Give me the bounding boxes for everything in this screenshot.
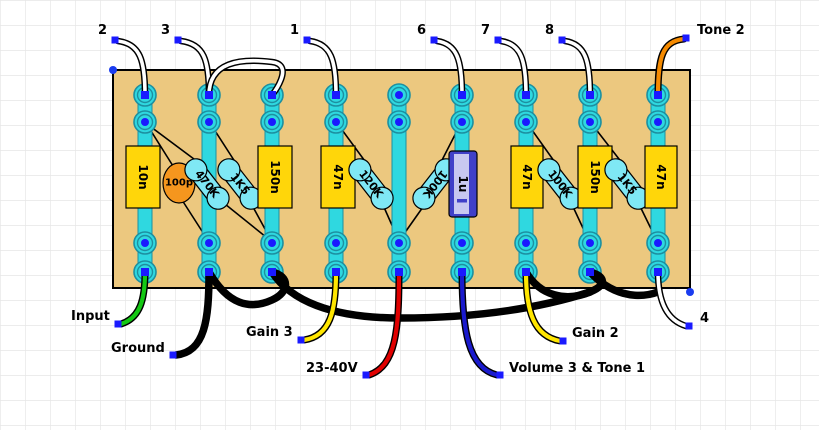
label-8[interactable]: 8 — [545, 23, 555, 38]
wire-endpoint[interactable] — [682, 34, 690, 42]
terminal-node[interactable] — [205, 91, 213, 99]
connection-dots[interactable] — [111, 34, 693, 379]
wire-endpoint[interactable] — [494, 36, 502, 44]
terminal-node[interactable] — [141, 239, 149, 247]
terminal-node[interactable] — [205, 118, 213, 126]
terminal-node[interactable] — [332, 91, 340, 99]
wire-ground-bus-4 — [586, 268, 662, 300]
label-ground[interactable]: Ground — [111, 341, 165, 356]
component-capacitor-film-c4[interactable]: 47n — [320, 145, 356, 209]
label-2[interactable]: 2 — [98, 23, 108, 38]
board-handle-bottom-right[interactable] — [686, 288, 694, 296]
terminal-node[interactable] — [458, 118, 466, 126]
wire-endpoint[interactable] — [685, 322, 693, 330]
terminal-node[interactable] — [522, 239, 530, 247]
terminal-node[interactable] — [654, 118, 662, 126]
terminal-node[interactable] — [586, 239, 594, 247]
label-4[interactable]: 4 — [700, 311, 710, 326]
terminal-node[interactable] — [522, 268, 530, 276]
board-handle-top-left[interactable] — [109, 66, 117, 74]
terminal-node[interactable] — [395, 239, 403, 247]
component-capacitor-film-c6[interactable]: 47n — [510, 145, 544, 209]
label-gain-3[interactable]: Gain 3 — [246, 325, 293, 340]
terminal-node[interactable] — [395, 118, 403, 126]
terminal-node[interactable] — [522, 91, 530, 99]
terminal-node[interactable] — [458, 239, 466, 247]
wire-ground-bus — [205, 268, 290, 309]
wire-endpoint[interactable] — [114, 320, 122, 328]
terminal-node[interactable] — [522, 118, 530, 126]
component-label: 47n — [520, 164, 534, 189]
terminal-node[interactable] — [395, 91, 403, 99]
terminal-node[interactable] — [332, 118, 340, 126]
wire-endpoint[interactable] — [362, 371, 370, 379]
terminal-node[interactable] — [141, 118, 149, 126]
terminal-node[interactable] — [654, 239, 662, 247]
terminal-node[interactable] — [332, 268, 340, 276]
terminal-node[interactable] — [268, 91, 276, 99]
component-capacitor-electrolytic-c5[interactable]: 1u — [448, 150, 478, 218]
component-capacitor-film-c7[interactable]: 150n — [577, 145, 613, 209]
terminal-node[interactable] — [268, 268, 276, 276]
component-label: 47n — [654, 164, 668, 189]
label-tone-2[interactable]: Tone 2 — [697, 23, 745, 38]
terminal-node[interactable] — [458, 268, 466, 276]
terminal-node[interactable] — [268, 239, 276, 247]
wire-endpoint[interactable] — [496, 371, 504, 379]
terminal-node[interactable] — [654, 91, 662, 99]
wire-endpoint[interactable] — [169, 351, 177, 359]
terminal-node[interactable] — [586, 118, 594, 126]
component-capacitor-film-c3[interactable]: 150n — [257, 145, 293, 209]
external-wires[interactable] — [114, 35, 690, 379]
terminal-node[interactable] — [458, 91, 466, 99]
component-label: 150n — [268, 160, 282, 194]
component-label: 10n — [136, 164, 150, 189]
component-label: 100p — [165, 178, 193, 189]
component-capacitor-film-c1[interactable]: 10n — [125, 145, 161, 209]
component-label: 1u — [456, 176, 470, 193]
terminal-node[interactable] — [586, 91, 594, 99]
wire-endpoint[interactable] — [303, 36, 311, 44]
label-3[interactable]: 3 — [161, 23, 171, 38]
terminal-node[interactable] — [205, 268, 213, 276]
label-23-40v[interactable]: 23-40V — [306, 361, 358, 376]
wire-endpoint[interactable] — [558, 36, 566, 44]
terminal-node[interactable] — [586, 268, 594, 276]
wire-endpoint[interactable] — [174, 36, 182, 44]
label-gain-2[interactable]: Gain 2 — [572, 326, 619, 341]
label-1[interactable]: 1 — [290, 23, 300, 38]
terminal-node[interactable] — [141, 268, 149, 276]
terminal-node[interactable] — [332, 239, 340, 247]
component-label: 150n — [588, 160, 602, 194]
terminal-node[interactable] — [395, 268, 403, 276]
component-label: 47n — [331, 164, 345, 189]
label-6[interactable]: 6 — [417, 23, 427, 38]
label-7[interactable]: 7 — [481, 23, 491, 38]
wire-endpoint[interactable] — [297, 336, 305, 344]
wire-ground — [172, 268, 213, 359]
terminal-node[interactable] — [654, 268, 662, 276]
component-capacitor-film-c8[interactable]: 47n — [644, 145, 678, 209]
wire-endpoint[interactable] — [559, 337, 567, 345]
label-volume-3-tone-1[interactable]: Volume 3 & Tone 1 — [509, 361, 646, 376]
label-input[interactable]: Input — [71, 309, 110, 324]
component-resistor-r6[interactable]: 1K5 — [600, 154, 653, 213]
terminal-node[interactable] — [205, 239, 213, 247]
wire-endpoint[interactable] — [430, 36, 438, 44]
terminal-node[interactable] — [141, 91, 149, 99]
terminal-node[interactable] — [268, 118, 276, 126]
wire-endpoint[interactable] — [111, 36, 119, 44]
